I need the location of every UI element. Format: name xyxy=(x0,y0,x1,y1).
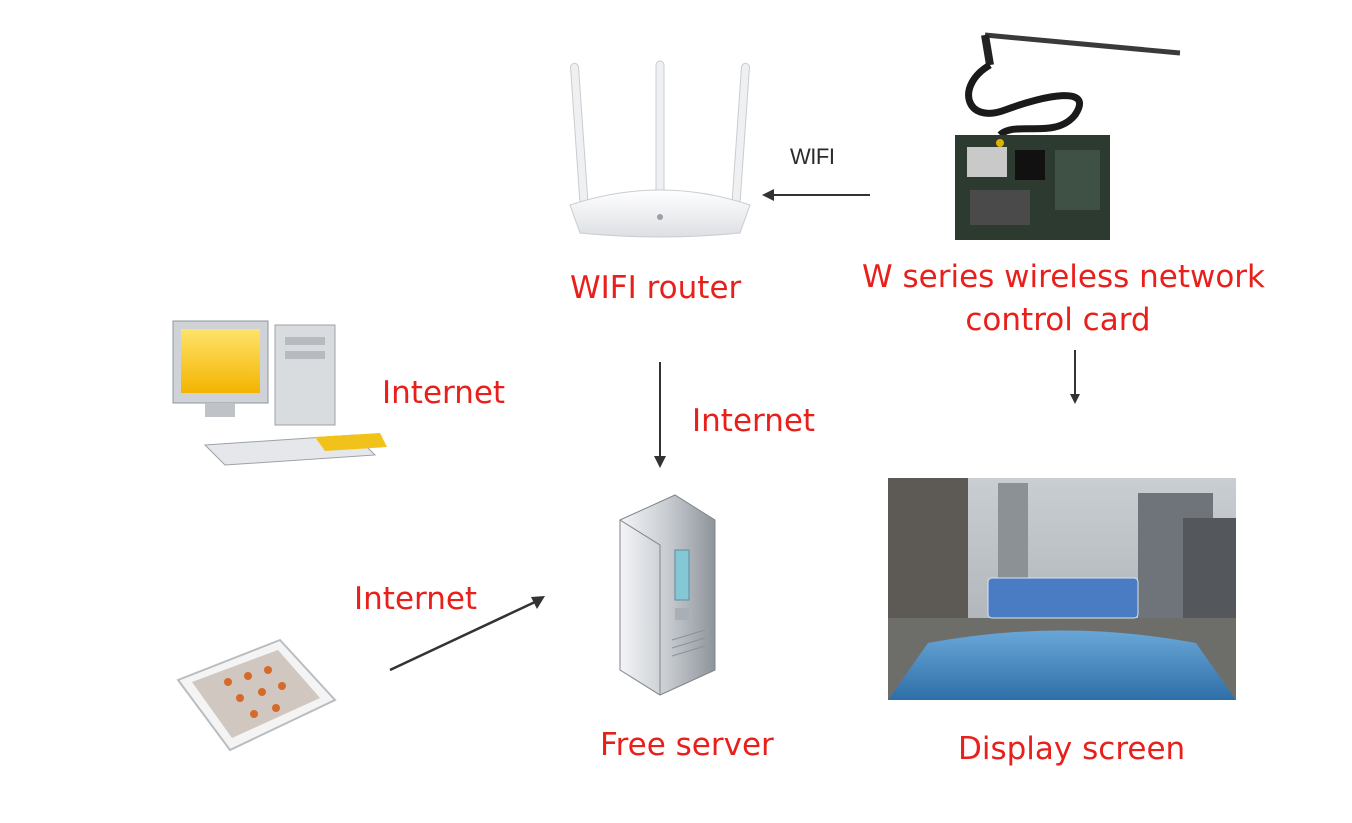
internet-label-router: Internet xyxy=(692,403,816,439)
internet-label-tablet: Internet xyxy=(354,581,478,617)
display-screen-photo xyxy=(888,478,1236,700)
wifi-router-icon xyxy=(569,60,751,238)
tablet-icon xyxy=(176,638,337,752)
display-screen-label: Display screen xyxy=(958,731,1186,767)
tablet-to-server-arrow xyxy=(389,596,545,672)
internet-label-pc: Internet xyxy=(382,375,506,411)
control-card-label-line2: control card xyxy=(965,302,1151,338)
wireless-control-card-icon xyxy=(955,32,1181,240)
desktop-computer-icon xyxy=(172,320,387,466)
wifi-arrow xyxy=(762,189,870,201)
wifi-label: WIFI xyxy=(790,144,835,169)
router-to-server-arrow xyxy=(654,362,666,468)
free-server-label: Free server xyxy=(600,727,774,763)
server-tower-icon xyxy=(619,494,716,696)
card-to-screen-arrow xyxy=(1070,350,1080,404)
wifi-router-label: WIFI router xyxy=(570,270,742,306)
control-card-label-line1: W series wireless network xyxy=(862,259,1265,295)
